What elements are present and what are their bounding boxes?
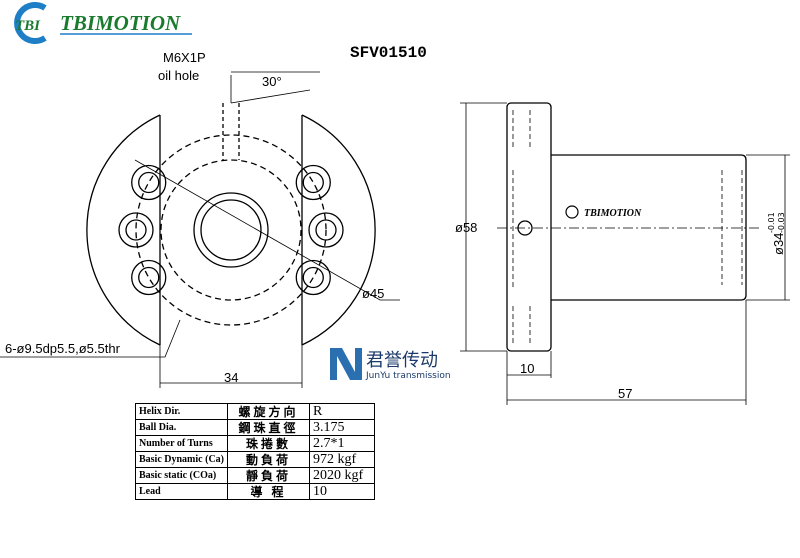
svg-text:10: 10 bbox=[520, 361, 534, 376]
spec-value: R bbox=[309, 403, 375, 420]
svg-text:TBIMOTION: TBIMOTION bbox=[584, 208, 642, 219]
bolt-hole bbox=[302, 266, 324, 289]
bolt-hole bbox=[118, 212, 154, 248]
svg-text:34: 34 bbox=[224, 370, 238, 385]
svg-text:ø45: ø45 bbox=[362, 286, 384, 301]
spec-label: Lead bbox=[135, 483, 228, 500]
spec-value: 2020 kgf bbox=[309, 467, 375, 484]
bolt-hole bbox=[138, 171, 160, 194]
bolt-hole bbox=[131, 164, 167, 201]
svg-text:君誉传动: 君誉传动 bbox=[366, 350, 438, 371]
bolt-hole bbox=[138, 266, 160, 289]
part-title: SFV01510 bbox=[350, 44, 427, 62]
svg-text:-0.01: -0.01 bbox=[767, 212, 776, 233]
side-view bbox=[460, 102, 790, 405]
spec-label: Basic static (COa) bbox=[135, 467, 228, 484]
spec-label: Helix Dir. bbox=[135, 403, 228, 420]
svg-text:oil hole: oil hole bbox=[158, 68, 199, 83]
bolt-hole bbox=[295, 259, 331, 296]
bolt-hole bbox=[295, 164, 331, 201]
spec-value: 10 bbox=[309, 483, 375, 500]
tbi-logo: TBI TBIMOTION bbox=[14, 2, 192, 44]
spec-cn: 靜負荷 bbox=[227, 467, 310, 484]
spec-value: 972 kgf bbox=[309, 451, 375, 468]
spec-cn: 珠捲數 bbox=[227, 435, 310, 452]
spec-cn: 導 程 bbox=[227, 483, 310, 500]
bolt-hole bbox=[308, 212, 344, 248]
bolt-hole bbox=[131, 259, 167, 296]
spec-value: 2.7*1 bbox=[309, 435, 375, 452]
spec-cn: 鋼珠直徑 bbox=[227, 419, 310, 436]
brand-name: TBIMOTION bbox=[60, 11, 181, 35]
bolt-hole bbox=[315, 219, 337, 241]
svg-text:ø58: ø58 bbox=[455, 220, 477, 235]
spec-value: 3.175 bbox=[309, 419, 375, 436]
bolt-hole bbox=[302, 171, 324, 194]
bolt-hole bbox=[125, 219, 147, 241]
spec-cn: 動負荷 bbox=[227, 451, 310, 468]
spec-label: Ball Dia. bbox=[135, 419, 228, 436]
watermark-logo: 君誉传动 JunYu transmission bbox=[330, 348, 451, 381]
svg-text:M6X1P: M6X1P bbox=[163, 50, 206, 65]
spec-label: Number of Turns bbox=[135, 435, 228, 452]
spec-cn: 螺旋方向 bbox=[227, 403, 310, 420]
svg-text:6-ø9.5dp5.5,ø5.5thr: 6-ø9.5dp5.5,ø5.5thr bbox=[5, 341, 121, 356]
svg-text:-0.03: -0.03 bbox=[777, 212, 786, 233]
svg-text:TBI: TBI bbox=[15, 18, 41, 34]
svg-text:57: 57 bbox=[618, 386, 632, 401]
spec-label: Basic Dynamic (Ca) bbox=[135, 451, 228, 468]
svg-text:ø34: ø34 bbox=[771, 233, 786, 255]
svg-text:JunYu transmission: JunYu transmission bbox=[365, 371, 451, 381]
front-view bbox=[0, 71, 400, 388]
svg-text:30°: 30° bbox=[262, 74, 282, 89]
